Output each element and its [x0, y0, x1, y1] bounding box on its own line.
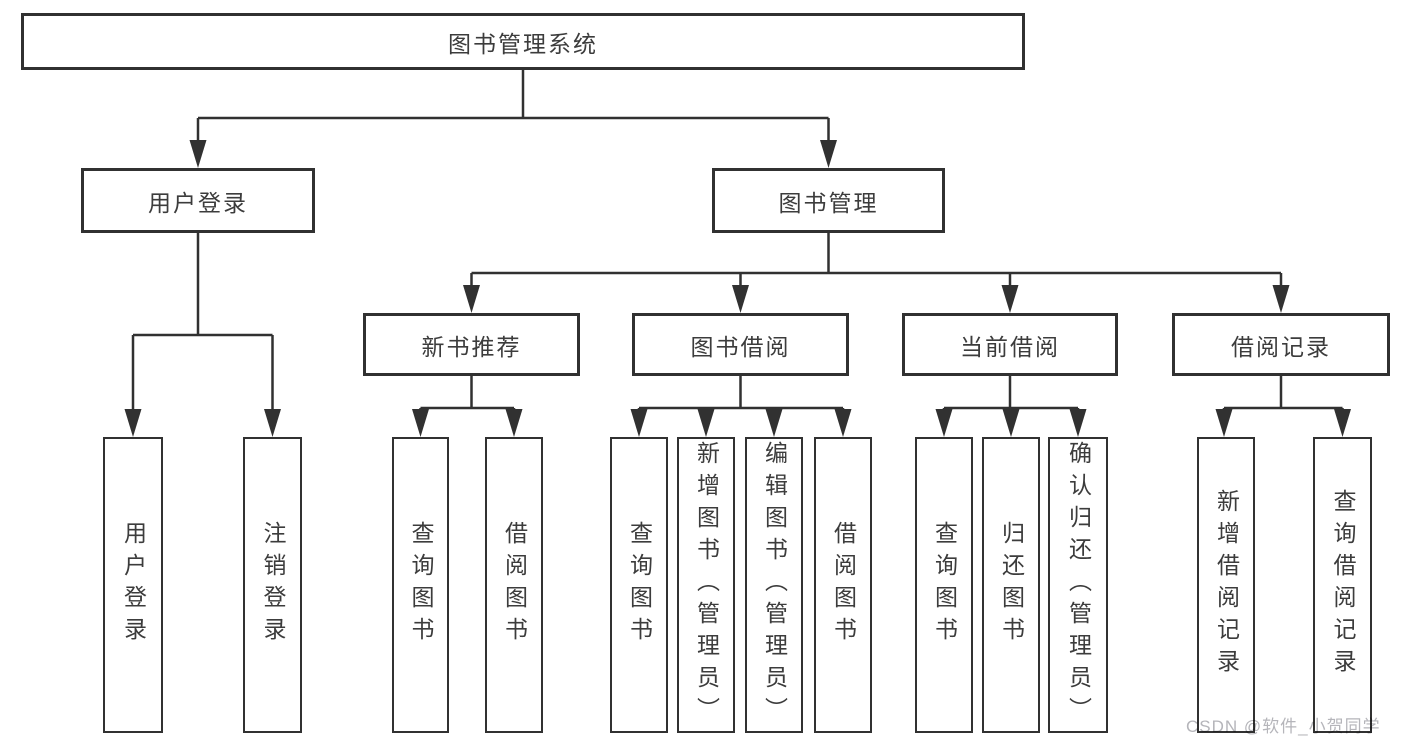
leaf-edit-book-admin: 编辑图书（管理员） [745, 437, 803, 733]
node-current-borrowing: 当前借阅 [902, 313, 1118, 376]
node-label: 查询借阅记录 [1330, 489, 1356, 681]
leaf-logout: 注销登录 [243, 437, 302, 733]
node-label: 新增借阅记录 [1213, 489, 1240, 681]
leaf-borrow-books-2: 借阅图书 [814, 437, 872, 733]
leaf-query-borrow-record: 查询借阅记录 [1313, 437, 1372, 733]
node-label: 图书管理系统 [448, 30, 598, 57]
node-label: 借阅记录 [1231, 333, 1331, 360]
node-book-management: 图书管理 [712, 168, 945, 233]
leaf-user-login: 用户登录 [103, 437, 163, 733]
node-label: 用户登录 [120, 521, 147, 649]
leaf-confirm-return-admin: 确认归还（管理员） [1048, 437, 1108, 733]
leaf-query-books-3: 查询图书 [915, 437, 973, 733]
leaf-add-borrow-record: 新增借阅记录 [1197, 437, 1255, 733]
node-label: 注销登录 [260, 521, 286, 649]
node-label: 新书推荐 [421, 333, 522, 360]
arrowheads [124, 140, 1351, 437]
node-borrow-records: 借阅记录 [1172, 313, 1390, 376]
node-label: 编辑图书（管理员） [761, 441, 788, 729]
leaf-add-book-admin: 新增图书（管理员） [677, 437, 735, 733]
node-label: 查询图书 [626, 521, 653, 649]
node-label: 查询图书 [408, 521, 434, 649]
node-label: 新增图书（管理员） [693, 441, 720, 729]
node-label: 用户登录 [148, 189, 248, 216]
node-label: 确认归还（管理员） [1065, 441, 1092, 729]
node-book-borrowing: 图书借阅 [632, 313, 849, 376]
node-user-login: 用户登录 [81, 168, 315, 233]
leaf-query-books-1: 查询图书 [392, 437, 449, 733]
node-label: 当前借阅 [960, 333, 1060, 360]
node-label: 图书管理 [778, 189, 879, 216]
node-label: 借阅图书 [501, 521, 528, 649]
node-library-management-system: 图书管理系统 [21, 13, 1025, 70]
node-new-book-recommendation: 新书推荐 [363, 313, 580, 376]
leaf-return-books: 归还图书 [982, 437, 1040, 733]
watermark: CSDN @软件_小贺同学 [1186, 717, 1381, 736]
node-label: 归还图书 [998, 521, 1025, 649]
leaf-borrow-books-1: 借阅图书 [485, 437, 543, 733]
node-label: 查询图书 [931, 521, 958, 649]
leaf-query-books-2: 查询图书 [610, 437, 668, 733]
node-label: 借阅图书 [830, 521, 857, 649]
node-label: 图书借阅 [690, 333, 791, 360]
